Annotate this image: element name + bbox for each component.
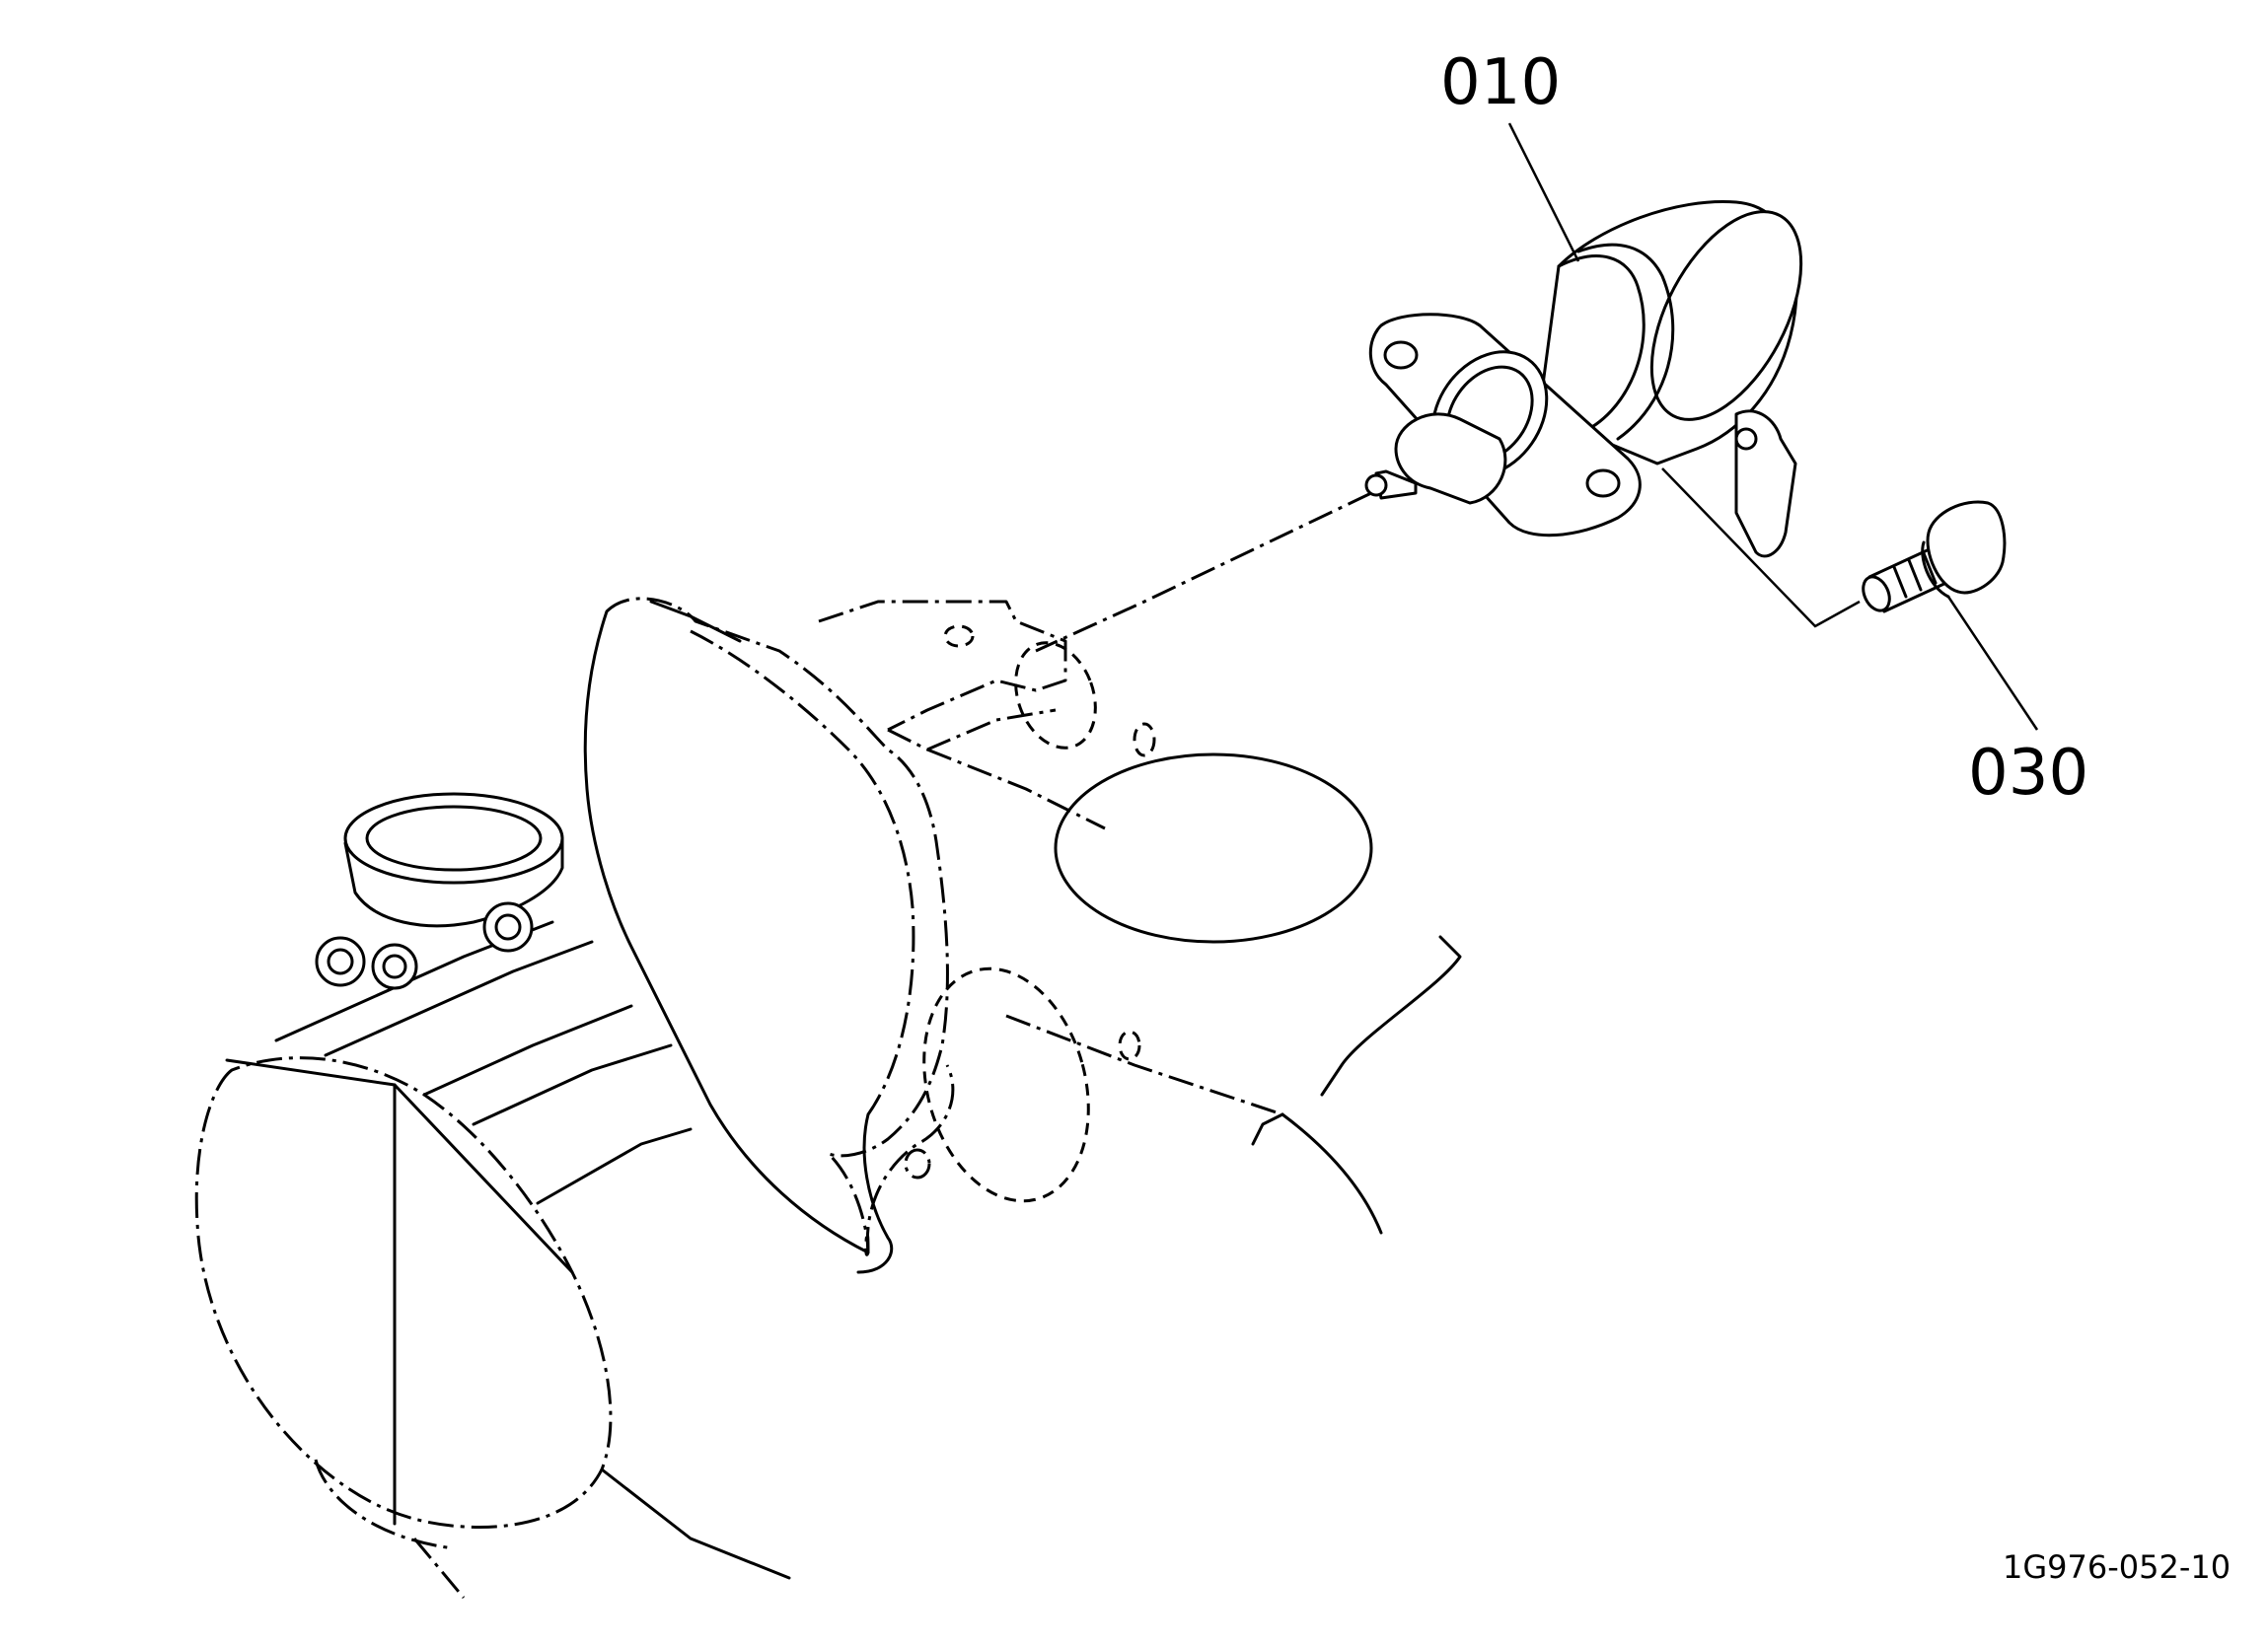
gear-case-inner-edge — [690, 629, 915, 1115]
flange-hole-top — [1383, 340, 1419, 370]
plate-lower-edge — [856, 1112, 894, 1274]
stop-solenoid — [1364, 199, 1803, 558]
bracket-outline — [818, 600, 1067, 732]
leader-030 — [1946, 596, 2039, 731]
gear-case-left-edge — [583, 609, 870, 1254]
gear-case-outline — [605, 597, 949, 1256]
bolt-thread-lines — [1892, 551, 1938, 599]
block-oval-opening — [1054, 752, 1373, 944]
plunger-tip — [1364, 473, 1388, 497]
plate-hole-3 — [1118, 1030, 1141, 1061]
solenoid-terminal-hole — [1734, 427, 1758, 451]
bolt-head — [1926, 500, 2007, 595]
block-rear-top — [926, 748, 1106, 830]
solenoid-axis-line — [1035, 491, 1372, 653]
block-lower-edge — [600, 1467, 791, 1580]
boss-1-hole — [327, 948, 354, 975]
water-outlet-inner — [365, 805, 543, 872]
boss-3-hole — [494, 913, 522, 941]
block-top-line-2 — [324, 940, 594, 1057]
solenoid-bolt — [1862, 500, 2007, 613]
block-rear-step — [1251, 1112, 1284, 1146]
front-cover-lower — [314, 1459, 455, 1550]
plunger-body — [1394, 412, 1507, 505]
block-lower-phantom — [412, 1538, 466, 1599]
leader-010 — [1507, 122, 1580, 262]
solenoid-band-2 — [1576, 243, 1675, 441]
boss-1 — [315, 936, 366, 987]
front-cover-outline — [194, 1056, 613, 1529]
block-rear-bottom — [1280, 1112, 1383, 1235]
solenoid-band — [1557, 254, 1646, 436]
bolt-washer — [1921, 540, 1950, 599]
gear-case-flange — [649, 600, 742, 643]
gear-case-lower-edge — [865, 1064, 955, 1253]
block-rear-right — [1320, 935, 1462, 1097]
solenoid-terminal — [1734, 409, 1797, 558]
bracket-hole-1 — [943, 624, 975, 648]
bolt-tip — [1862, 575, 1891, 612]
flange-hole-bottom — [1585, 468, 1621, 498]
boss-2-hole — [382, 954, 407, 979]
bracket-hole-2 — [1014, 641, 1097, 750]
callout-030: 030 — [1968, 737, 2088, 810]
boss-2 — [371, 943, 418, 990]
bracket-lower — [887, 708, 1057, 751]
plate-lower-circle — [922, 966, 1090, 1203]
solenoid-end-cap — [1649, 210, 1803, 421]
block-small-hole-1 — [1133, 722, 1156, 757]
front-cover-rim — [225, 1058, 574, 1274]
callout-010: 010 — [1440, 46, 1561, 119]
boss-3 — [482, 901, 534, 953]
engine-outline — [194, 491, 1462, 1599]
drawing-code: 1G976-052-10 — [2003, 1548, 2231, 1586]
plate-hole-2 — [904, 1148, 931, 1180]
water-outlet-body — [343, 836, 564, 928]
block-side-line — [536, 1127, 693, 1205]
bolt-to-flange-link — [1661, 467, 1861, 628]
block-top-line-4 — [472, 1043, 673, 1126]
block-top-line-3 — [422, 1004, 633, 1097]
block-rear-lower — [1005, 1014, 1283, 1116]
